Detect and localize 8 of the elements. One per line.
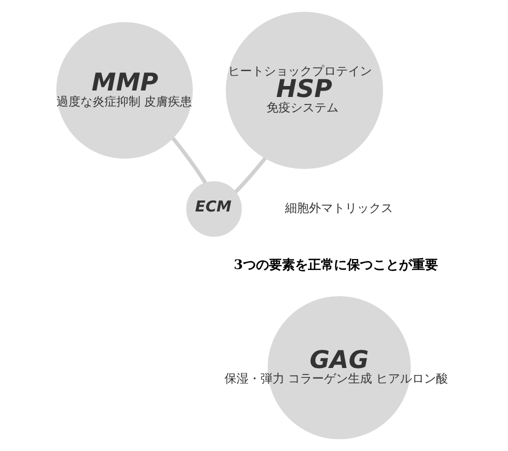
- node-label: 細胞外マトリックス: [284, 201, 393, 216]
- connector: [170, 136, 207, 184]
- connector: [234, 157, 266, 194]
- node-circle: MMP 過度な炎症抑制 皮膚疾患: [56, 22, 192, 159]
- node-label: 保湿・弾力 コラーゲン生成 ヒアルロン酸: [224, 372, 448, 386]
- node-circle: ECM: [186, 181, 242, 237]
- label: 3つの要素を正常に保つことが重要: [233, 258, 438, 273]
- node-circle: ヒートショックプロテイン HSP 免疫システム: [225, 12, 383, 169]
